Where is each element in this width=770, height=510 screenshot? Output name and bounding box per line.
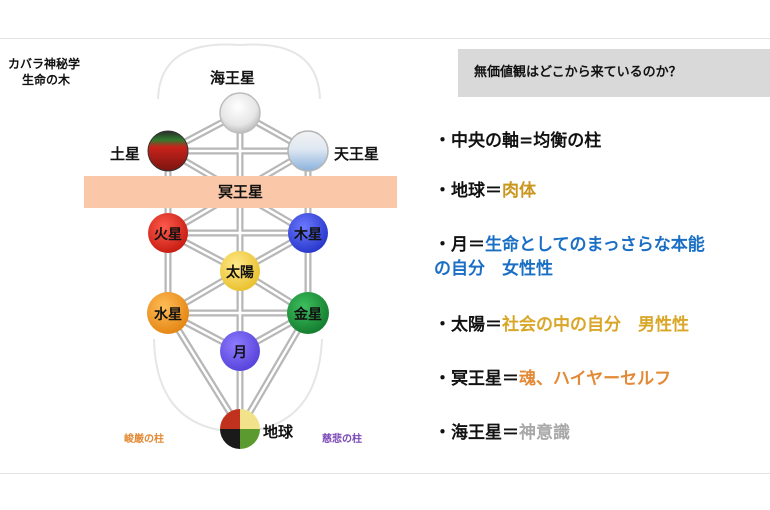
bullet-pluto-value: 魂、ハイヤーセルフ xyxy=(519,369,672,389)
bullet-neptune-prefix: ・海王星＝ xyxy=(434,423,519,443)
bullet-axis: ・中央の軸=均衡の柱 xyxy=(434,129,601,153)
bullet-earth-value: 肉体 xyxy=(502,181,536,201)
uranus-sphere xyxy=(287,130,329,172)
bullet-moon: ・月＝生命としてのまっさらな本能 xyxy=(434,233,705,257)
bullet-pluto-prefix: ・冥王星＝ xyxy=(434,369,519,389)
bullet-sun-value: 社会の中の自分 男性性 xyxy=(502,315,689,335)
mercury-sphere xyxy=(147,292,189,334)
tree-of-life-diagram xyxy=(147,43,329,449)
venus-sphere xyxy=(287,292,329,334)
neptune-sphere xyxy=(219,92,261,134)
corner-title: カバラ神秘学 生命の木 xyxy=(8,56,80,88)
pillar-right-label: 慈悲の柱 xyxy=(322,434,362,445)
bullet-axis-text: ・中央の軸=均衡の柱 xyxy=(434,131,602,151)
bullet-moon-value: 生命としてのまっさらな本能 xyxy=(485,235,705,255)
mars-label: 火星 xyxy=(154,227,182,243)
sun-label: 太陽 xyxy=(226,265,254,281)
bullet-sun: ・太陽＝社会の中の自分 男性性 xyxy=(434,313,689,337)
saturn-label: 土星 xyxy=(110,145,141,163)
moon-sphere xyxy=(220,331,260,371)
pillar-left-label: 峻厳の柱 xyxy=(124,434,164,445)
jupiter-sphere xyxy=(288,213,328,253)
neptune-label: 海王星 xyxy=(210,69,256,87)
sun-sphere xyxy=(220,251,260,291)
bullet-moon-prefix: ・月＝ xyxy=(434,235,485,255)
bullet-neptune: ・海王星＝神意識 xyxy=(434,421,570,445)
uranus-label: 天王星 xyxy=(334,145,380,163)
bullet-moon-line2: の自分 女性性 xyxy=(434,259,553,279)
earth-sphere xyxy=(220,409,260,449)
upper-arc xyxy=(157,43,321,100)
bullet-pluto: ・冥王星＝魂、ハイヤーセルフ xyxy=(434,367,671,391)
corner-title-line-2: 生命の木 xyxy=(22,73,71,87)
question-box: 無価値観はどこから来ているのか？ xyxy=(458,49,770,97)
pluto-band xyxy=(84,176,397,208)
jupiter-label: 木星 xyxy=(294,227,322,243)
bullet-earth-prefix: ・地球＝ xyxy=(434,181,502,201)
pluto-band-label: 冥王星 xyxy=(217,183,263,201)
mercury-label: 水星 xyxy=(154,307,182,323)
slide: カバラ神秘学 生命の木 無価値観はどこから来ているのか？ 冥王星 海王星 土星 … xyxy=(0,38,770,474)
moon-label: 月 xyxy=(233,345,247,361)
saturn-sphere xyxy=(147,130,189,172)
corner-title-line-1: カバラ神秘学 xyxy=(8,57,81,71)
bullet-neptune-value: 神意識 xyxy=(519,423,570,443)
earth-label: 地球 xyxy=(263,423,294,441)
venus-label: 金星 xyxy=(294,307,322,323)
mars-sphere xyxy=(148,213,188,253)
bullet-earth: ・地球＝肉体 xyxy=(434,179,536,203)
bullet-sun-prefix: ・太陽＝ xyxy=(434,315,502,335)
